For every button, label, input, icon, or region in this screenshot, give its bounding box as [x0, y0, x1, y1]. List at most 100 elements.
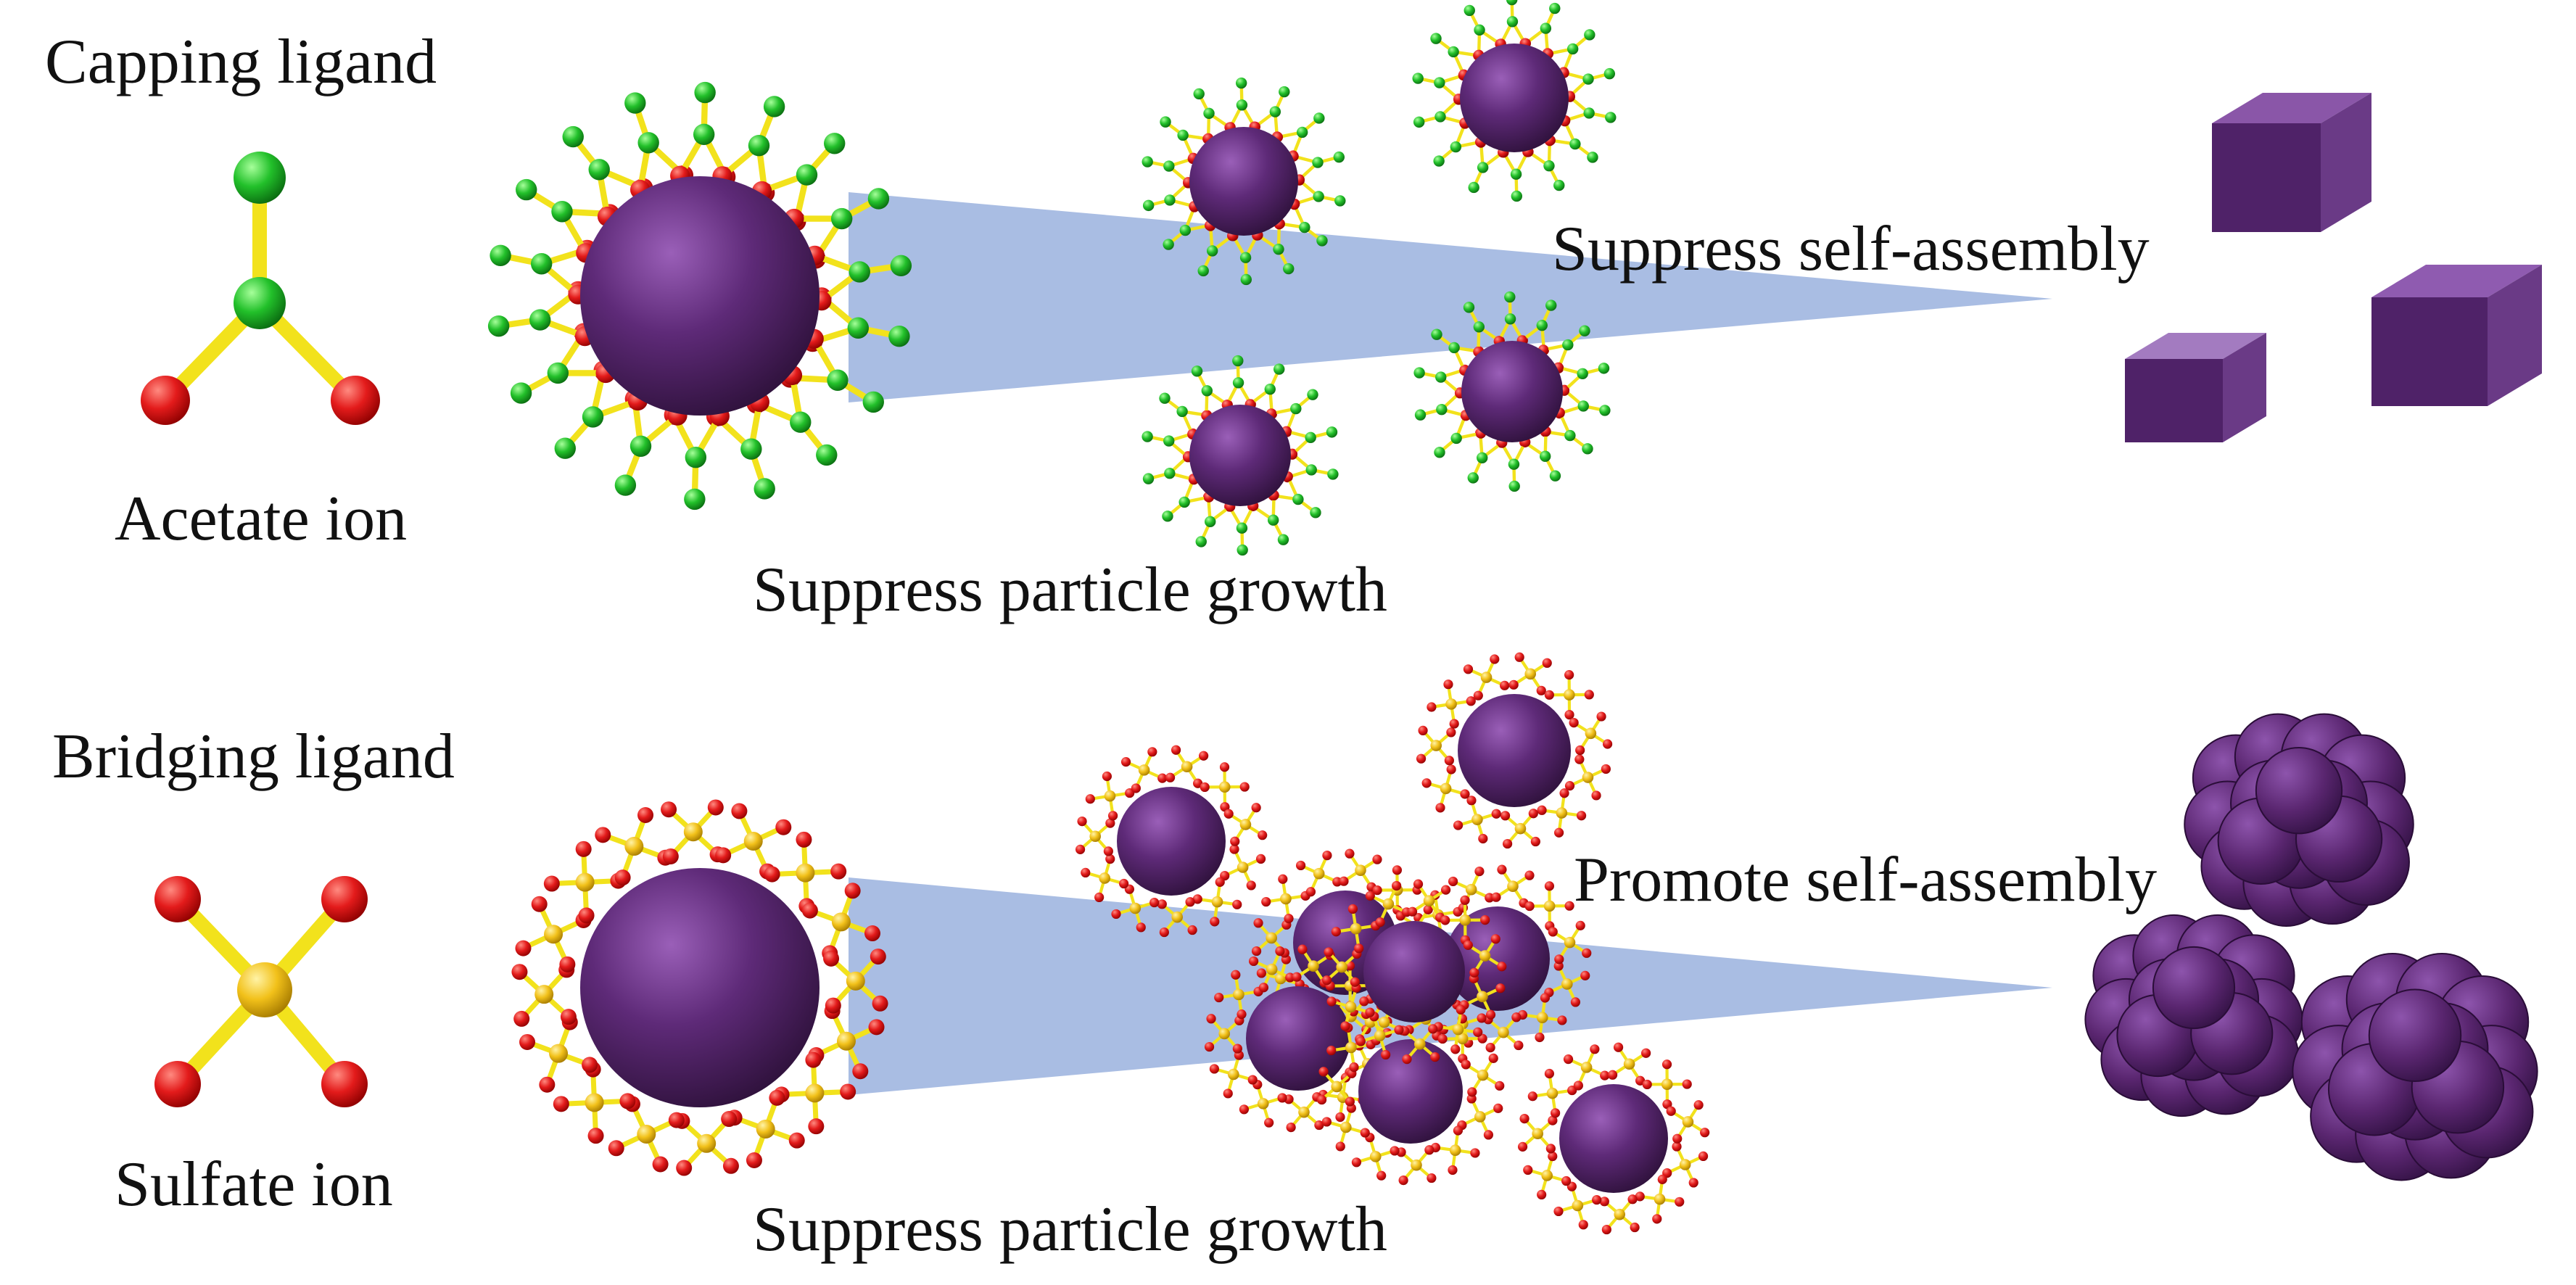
oxygen-atom [1495, 1081, 1505, 1091]
nanoparticle-core [1117, 787, 1226, 896]
oxygen-atom [1551, 1108, 1561, 1118]
oxygen-atom [1185, 897, 1195, 907]
oxygen-atom [1229, 844, 1239, 854]
oxygen-atom [1258, 830, 1268, 840]
sulfur-atom [1313, 867, 1325, 880]
oxygen-atom [1491, 809, 1501, 819]
carbon-atom [1433, 155, 1445, 167]
carbon-atom [1549, 470, 1561, 482]
oxygen-atom [1524, 870, 1535, 880]
oxygen-atom [1258, 983, 1269, 993]
oxygen-atom [1450, 1044, 1461, 1054]
carbon-atom [1584, 29, 1595, 41]
oxygen-atom [1251, 946, 1262, 956]
sulfur-atom [1654, 1193, 1666, 1205]
oxygen-atom [1466, 796, 1477, 806]
carbon-atom [1279, 86, 1290, 98]
oxygen-atom [1421, 778, 1432, 788]
nanoparticle-core [1461, 341, 1563, 442]
oxygen-atom [1251, 803, 1261, 813]
oxygen-atom [1351, 1157, 1362, 1168]
oxygen-atom [1147, 747, 1157, 757]
carbon-atom [234, 152, 286, 204]
carbon-atom [547, 362, 569, 384]
oxygen-atom [1430, 1051, 1440, 1062]
oxygen-atom [1473, 1027, 1483, 1037]
carbon-atom [1477, 162, 1489, 173]
carbon-atom [1203, 107, 1215, 120]
carbon-atom [637, 132, 659, 154]
oxygen-atom [1564, 781, 1575, 791]
oxygen-atom [1326, 1045, 1337, 1056]
sulfur-atom [1585, 727, 1597, 740]
sulfate-bridged-particles [511, 652, 1710, 1235]
capping-ligand-label: Capping ligand [45, 27, 437, 97]
carbon-atom [1327, 468, 1339, 480]
sulfur-atom [575, 872, 595, 892]
carbon-atom [1448, 342, 1460, 354]
nanoparticle-core [1358, 1039, 1463, 1144]
oxygen-atom [1435, 803, 1445, 813]
oxygen-atom [1497, 962, 1507, 972]
oxygen-atom [870, 949, 886, 965]
carbon-atom [1413, 116, 1425, 128]
oxygen-atom [1480, 915, 1490, 925]
oxygen-atom [1491, 892, 1501, 902]
carbon-atom [1504, 313, 1516, 325]
oxygen-atom [1314, 1120, 1324, 1131]
sulfur-atom [1561, 978, 1573, 990]
sulfur-atom [1582, 772, 1594, 783]
oxygen-atom [1322, 850, 1332, 861]
oxygen-atom [1461, 1059, 1471, 1070]
sulfur-atom [1266, 963, 1278, 975]
carbon-atom [1142, 156, 1153, 168]
oxygen-atom [1407, 906, 1418, 917]
oxygen-atom [1200, 782, 1210, 793]
oxygen-atom [1423, 904, 1433, 914]
oxygen-atom [1418, 725, 1428, 735]
carbon-atom [1564, 429, 1576, 442]
carbon-atom [1511, 190, 1523, 202]
carbon-atom [1197, 265, 1209, 277]
carbon-atom [1142, 473, 1155, 484]
oxygen-atom [1661, 1059, 1672, 1070]
oxygen-atom [1688, 1178, 1698, 1188]
oxygen-atom [1316, 1094, 1327, 1105]
oxygen-atom [1416, 753, 1427, 764]
oxygen-atom [560, 1009, 577, 1025]
sulfur-atom [1541, 1170, 1553, 1181]
oxygen-atom [830, 863, 847, 880]
oxygen-atom [1635, 1191, 1645, 1202]
carbon-atom [629, 435, 652, 458]
sulfur-atom [831, 912, 851, 932]
carbon-atom [582, 406, 604, 428]
carbon-atom [1283, 263, 1295, 275]
oxygen-atom [1437, 1033, 1448, 1044]
sulfur-atom [1266, 932, 1278, 944]
sulfur-atom [1378, 1016, 1390, 1028]
carbon-atom [1473, 321, 1485, 333]
oxygen-atom [637, 807, 654, 824]
sulfur-atom [836, 1031, 856, 1051]
sulfur-atom [1514, 822, 1527, 835]
oxygen-atom [1483, 1130, 1494, 1140]
sulfur-atom [1280, 893, 1292, 905]
sulfur-atom [1411, 1159, 1422, 1171]
oxygen-atom [1204, 1041, 1215, 1052]
carbon-atom [1176, 405, 1188, 418]
oxygen-atom [1592, 1194, 1602, 1205]
oxygen-atom [1600, 1070, 1610, 1081]
sulfur-atom [846, 971, 865, 991]
sulfur-atom [1564, 689, 1575, 701]
oxygen-atom [1165, 772, 1176, 782]
oxygen-atom [796, 831, 812, 848]
sulfur-atom [1507, 880, 1519, 892]
carbon-atom [827, 369, 849, 391]
carbon-atom [1312, 157, 1324, 168]
carbon-atom [862, 391, 884, 413]
oxygen-atom [1111, 909, 1121, 920]
acetate-capped-particle [1142, 77, 1346, 286]
particle-cluster [2292, 952, 2538, 1181]
carbon-atom [1239, 252, 1252, 263]
oxygen-atom [1239, 782, 1250, 792]
